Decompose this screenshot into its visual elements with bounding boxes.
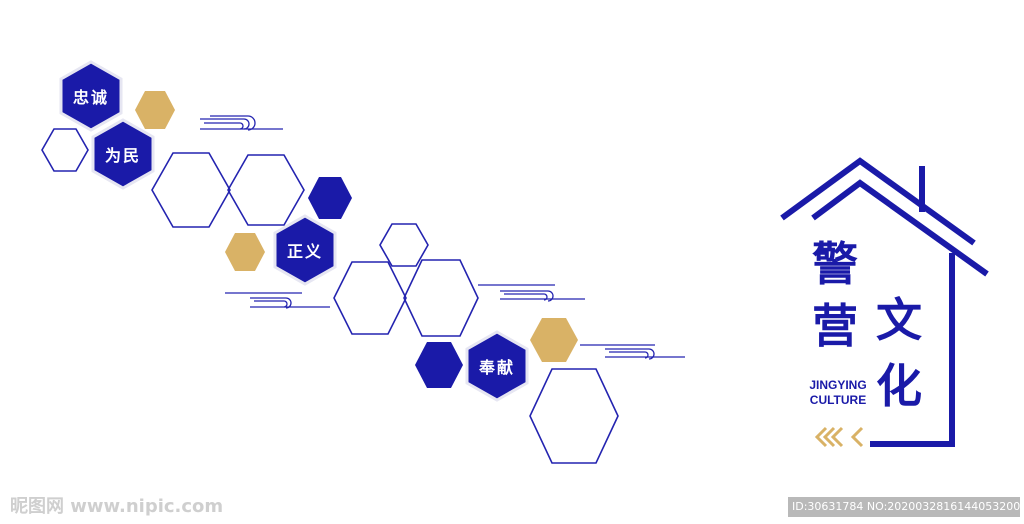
watermark-left: 昵图网 www.nipic.com: [10, 496, 224, 517]
gold-hex: [135, 91, 175, 129]
outline-hex: [333, 261, 407, 335]
solid-blue-hex: [308, 177, 352, 219]
subtitle-line1: JINGYING: [809, 378, 867, 392]
outline-hex: [403, 259, 479, 337]
label-dedication: 奉献: [478, 358, 516, 377]
watermark-right: ID:30631784 NO:20200328161440532000: [788, 497, 1024, 517]
outline-hex: [227, 154, 305, 226]
gold-hex: [530, 318, 578, 362]
gold-hex: [225, 233, 265, 271]
title-char-wen: 文: [876, 293, 922, 347]
outline-hex: [151, 152, 231, 228]
label-justice: 正义: [286, 242, 324, 261]
hex-loyalty: [59, 60, 123, 132]
title-char-jing: 警: [812, 237, 858, 291]
label-for-people: 为民: [104, 146, 142, 165]
house-frame: [780, 157, 989, 447]
outline-hex: [41, 128, 89, 172]
title-char-ying: 营: [812, 299, 858, 353]
outline-hex: [379, 223, 429, 267]
hex-for-people: [91, 118, 155, 190]
subtitle: JINGYING CULTURE: [800, 378, 876, 408]
hex-justice: [273, 214, 337, 286]
cloud-ornaments: [200, 115, 685, 360]
outline-hex: [529, 368, 619, 464]
subtitle-line2: CULTURE: [809, 393, 867, 407]
title-char-hua: 化: [876, 359, 922, 413]
chevron-arrows-icon: [814, 426, 864, 448]
label-loyalty: 忠诚: [72, 88, 110, 107]
hex-dedication: [465, 330, 529, 402]
solid-blue-hex: [415, 342, 463, 388]
